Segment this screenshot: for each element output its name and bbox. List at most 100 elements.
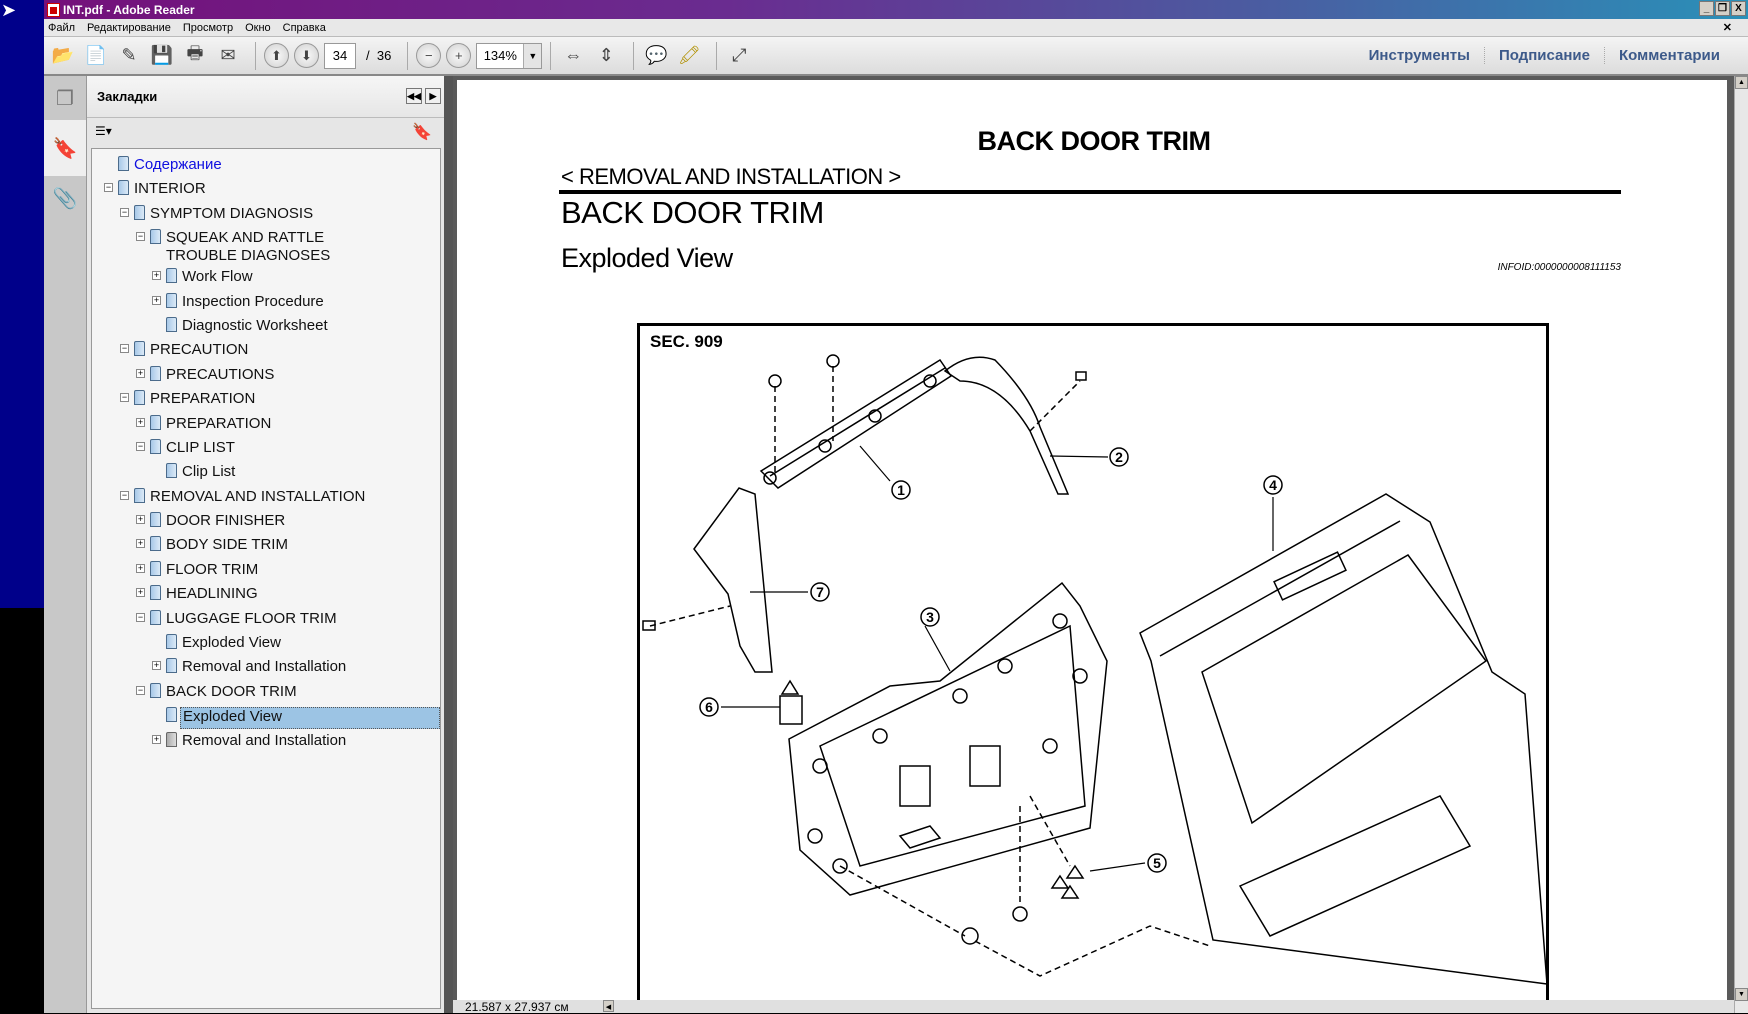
bookmark-item[interactable]: −SYMPTOM DIAGNOSIS [92,202,440,226]
tools-link[interactable]: Инструменты [1368,47,1470,64]
attachments-icon[interactable]: 📎 [52,187,78,210]
collapse-icon[interactable]: − [120,343,129,354]
expand-icon[interactable]: + [152,733,161,744]
exploded-view-drawing [642,354,1548,985]
open-icon[interactable]: 📂 [51,45,75,65]
expand-current-bookmark-icon[interactable]: 🔖 [412,124,432,141]
fit-page-icon[interactable]: ⇕ [598,45,614,65]
bookmark-item[interactable]: −LUGGAGE FLOOR TRIM [92,607,440,631]
page-thumbnails-icon[interactable]: ❐ [56,87,74,110]
collapse-icon[interactable]: − [120,489,129,500]
callout-circle [1109,447,1129,467]
menu-edit[interactable]: Редактирование [87,21,171,34]
expand-icon[interactable]: + [136,514,145,525]
chevron-down-icon[interactable]: ▼ [523,43,542,68]
bookmark-item[interactable]: +Inspection Procedure [92,290,440,314]
bookmarks-icon[interactable]: 🔖 [44,120,86,176]
close-document-icon[interactable]: ✕ [1722,22,1732,34]
menu-file[interactable]: Файл [48,21,76,34]
previous-page-icon[interactable]: ⬆ [264,43,289,68]
zoom-select[interactable]: 134%▼ [476,42,543,69]
bookmark-item[interactable]: + PRECAUTIONS [92,363,440,387]
menu-window[interactable]: Окно [245,21,271,34]
collapse-icon[interactable]: − [136,231,145,242]
highlight-icon[interactable]: 🖍 [677,45,701,65]
bookmark-item[interactable]: −PREPARATION [92,387,440,411]
comment-icon[interactable]: 💬 [645,45,668,65]
bookmark-item[interactable]: +Removal and Installation [92,729,440,753]
bookmark-item[interactable]: + PREPARATION [92,412,440,436]
bookmark-item[interactable]: +BODY SIDE TRIM [92,533,440,557]
status-bar: 21.587 x 27.937 см ◀ [453,1000,1734,1014]
expand-icon[interactable]: + [136,562,145,573]
expand-icon[interactable]: + [152,270,161,281]
menu-view[interactable]: Просмотр [182,21,234,34]
edit-icon[interactable]: ✎ [121,45,137,65]
scroll-up-icon[interactable]: ▲ [1735,76,1748,89]
vertical-scrollbar[interactable]: ▲ ▼ [1734,76,1748,1013]
toolbar-divider [407,41,409,70]
bookmark-item[interactable]: −REMOVAL AND INSTALLATION [92,485,440,509]
expand-panel-icon[interactable]: ▶ [425,88,441,104]
bookmark-item[interactable]: −PRECAUTION [92,338,440,362]
bookmark-label: Exploded View [182,634,281,652]
bookmark-item[interactable]: +Removal and Installation [92,655,440,679]
bookmark-item[interactable]: − BACK DOOR TRIM [92,680,440,704]
close-button[interactable]: X [1731,1,1746,16]
bookmark-item[interactable]: Diagnostic Worksheet [92,314,440,338]
fit-width-icon[interactable]: ⇔ [564,45,583,65]
expand-icon[interactable]: + [152,294,161,305]
restore-button[interactable]: ❐ [1715,1,1730,16]
save-icon[interactable]: 💾 [150,45,174,65]
panel-splitter[interactable] [444,76,453,1013]
expand-icon[interactable]: + [136,416,145,427]
create-pdf-icon[interactable]: 📄 [84,45,108,65]
bookmark-label: CLIP LIST [166,438,235,456]
bookmark-item[interactable]: Exploded View [92,631,440,655]
bookmark-item[interactable]: − CLIP LIST [92,436,440,460]
menu-help[interactable]: Справка [282,21,326,34]
bookmark-label: BACK DOOR TRIM [166,682,297,700]
email-icon[interactable]: ✉ [220,45,236,65]
callout-circle [891,480,911,500]
collapse-icon[interactable]: − [120,206,129,217]
expand-icon[interactable]: + [136,587,145,598]
expand-icon[interactable]: + [152,660,161,671]
collapse-icon[interactable]: − [136,684,145,695]
toolbar-divider [633,41,635,70]
bookmark-label: PRECAUTIONS [166,365,275,383]
bookmark-item[interactable]: −INTERIOR [92,177,440,201]
navigation-pane: ❐ 🔖 📎 [44,76,87,1013]
collapse-icon[interactable]: − [104,182,113,193]
callout-leaders [721,445,1274,872]
bookmark-item[interactable]: Clip List [92,460,440,484]
sign-link[interactable]: Подписание [1483,47,1604,64]
bookmark-item[interactable]: +HEADLINING [92,582,440,606]
print-icon[interactable]: 🖶 [186,42,204,63]
scroll-down-icon[interactable]: ▼ [1735,988,1748,1001]
bookmark-item[interactable]: Exploded View [92,704,440,729]
bookmark-item[interactable]: −SQUEAK AND RATTLE TROUBLE DIAGNOSES [92,226,440,265]
expand-icon[interactable]: + [136,538,145,549]
zoom-in-icon[interactable]: + [446,43,472,68]
bookmark-item[interactable]: +FLOOR TRIM [92,558,440,582]
zoom-out-icon[interactable]: − [416,43,442,68]
scroll-left-icon[interactable]: ◀ [603,1000,614,1012]
comments-link[interactable]: Комментарии [1603,47,1734,64]
collapse-icon[interactable]: − [120,392,129,403]
bookmark-item[interactable]: +DOOR FINISHER [92,509,440,533]
options-menu-icon[interactable]: ☰▾ [95,124,112,138]
bookmark-item[interactable]: Содержание [92,153,440,177]
next-page-icon[interactable]: ⬇ [294,43,319,68]
bookmark-label: PREPARATION [166,414,272,432]
minimize-button[interactable]: _ [1699,1,1714,16]
pdf-page: BACK DOOR TRIM < REMOVAL AND INSTALLATIO… [457,80,1727,1000]
collapse-icon[interactable]: − [136,611,145,622]
page-number-input[interactable]: 34 [324,42,356,69]
collapse-icon[interactable]: − [136,440,145,451]
collapse-panel-icon[interactable]: ◀◀ [406,88,422,104]
expand-icon[interactable]: + [136,367,145,378]
full-screen-icon[interactable]: ⤢ [732,45,747,65]
document-title: BACK DOOR TRIM [561,195,824,230]
bookmark-item[interactable]: +Work Flow [92,265,440,289]
